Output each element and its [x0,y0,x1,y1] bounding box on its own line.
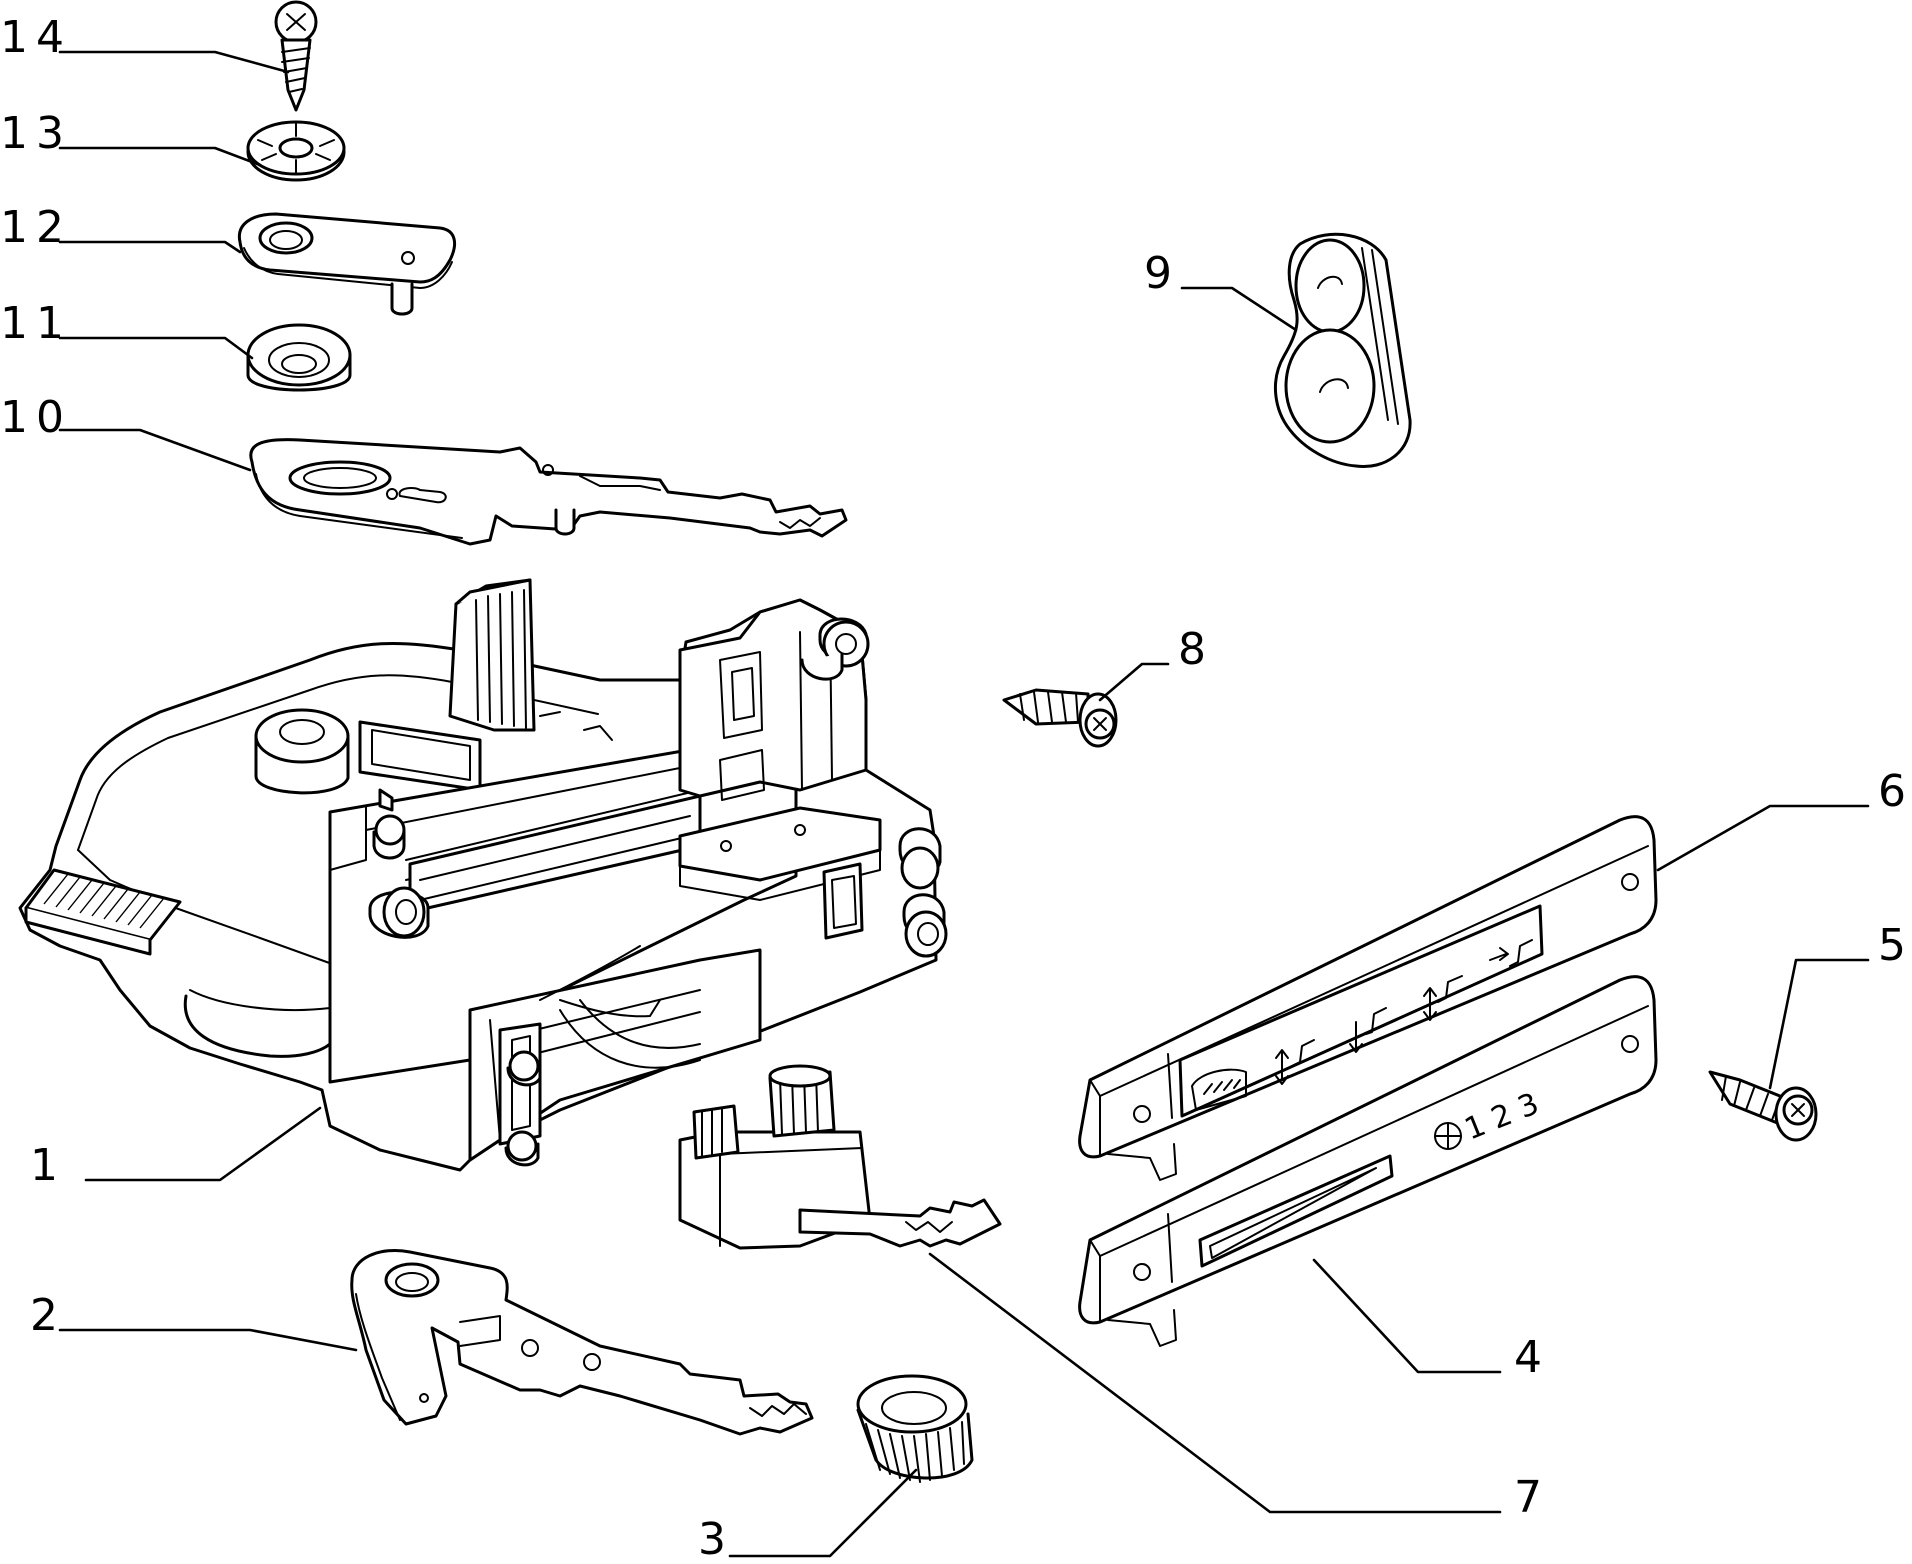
part-7-slide-switch [678,1064,1002,1250]
part-1-control-housing [18,578,948,1172]
callout-5: 5 [1878,920,1906,971]
callout-6: 6 [1878,766,1906,817]
callout-10: 10 [0,392,72,443]
callout-11: 11 [0,298,72,349]
part-12-lever-plate [237,212,457,316]
callout-13: 13 [0,108,72,159]
part-2-lower-lever [350,1248,814,1436]
part-5-screw [1708,1070,1818,1142]
part-6-control-panel-strip [1078,815,1658,1181]
part-13-spring-washer [246,120,346,182]
callout-labels: 14 13 12 11 10 9 8 6 5 4 7 1 2 3 [0,12,1906,1564]
callout-7: 7 [1514,1472,1542,1523]
callout-14: 14 [0,12,72,63]
callout-8: 8 [1178,624,1206,675]
leader-lines [58,50,1870,1558]
part-9-cam-link [1273,232,1412,469]
callout-9: 9 [1144,248,1172,299]
callout-4: 4 [1514,1332,1542,1383]
part-3-knob [856,1374,974,1483]
callout-1: 1 [30,1140,58,1191]
callout-12: 12 [0,202,72,253]
part-11-bushing [246,323,352,392]
part-14-screw [274,0,318,112]
callout-2: 2 [30,1290,58,1341]
part-4-control-panel-strip: 1 2 3 [1078,975,1658,1347]
part-10-long-lever [249,438,848,546]
callout-3: 3 [698,1514,726,1559]
part-8-screw [1002,688,1118,748]
